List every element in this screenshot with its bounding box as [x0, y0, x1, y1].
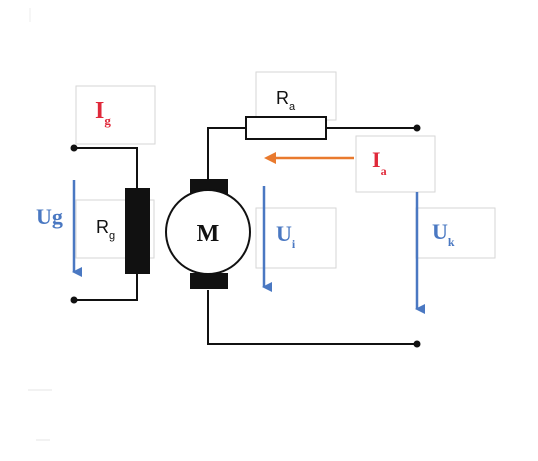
motor-circle: [165, 189, 251, 275]
terminal-dot: [70, 296, 78, 304]
ia-label: Ia: [372, 147, 387, 178]
ug-label: Ug: [36, 204, 63, 229]
terminal-dot: [413, 124, 421, 132]
field-winding-rg: [125, 188, 150, 274]
uk-label: Uk: [432, 219, 455, 249]
terminal-dot: [413, 340, 421, 348]
motor-label: M: [197, 221, 220, 247]
armature-circuit-wires: [207, 124, 421, 348]
terminal-dot: [70, 144, 78, 152]
ig-label: Ig: [95, 98, 111, 128]
ui-label: Ui: [276, 221, 296, 251]
rg-label: Rg: [96, 217, 115, 242]
ia-current-arrow: [264, 152, 354, 164]
field-circuit-wires: [70, 144, 138, 304]
resistor-ra: [245, 116, 327, 140]
label-box-ui: [255, 207, 337, 269]
brush-bottom: [190, 273, 228, 289]
ra-label: Ra: [276, 88, 296, 113]
label-box-ig: [75, 85, 156, 145]
motor-symbol: M: [165, 179, 251, 289]
label-box-ra: [255, 71, 337, 121]
label-box-ia: [355, 135, 436, 193]
label-box-uk: [415, 207, 496, 259]
